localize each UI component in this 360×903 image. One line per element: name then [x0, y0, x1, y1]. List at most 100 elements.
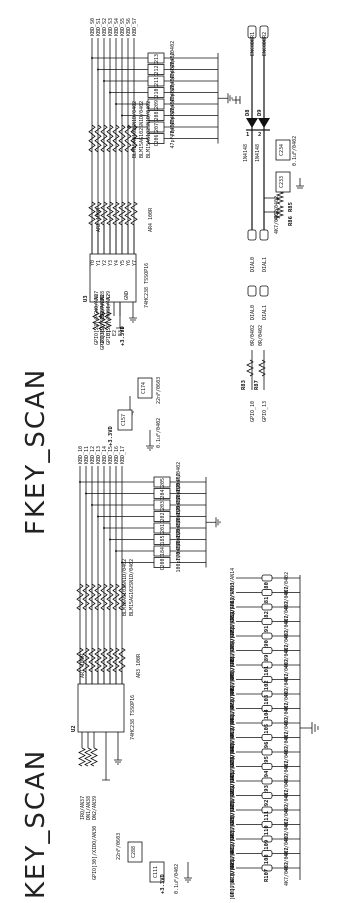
gpio-res-val-15: 4K7/0402: [284, 789, 290, 813]
gpio-row-7: GPIO[07]/SPB7/AN7: [230, 672, 236, 723]
gpio-res-9: R104: [264, 709, 270, 723]
gpio-row-13: GPIO[25]/SKD5/AN25: [230, 756, 236, 810]
fkey-gnd-pin: GND: [124, 291, 130, 300]
gpio-row-5: GPIO[09]/SPB5/AN9: [230, 643, 236, 694]
gpio-res-8: R103: [264, 695, 270, 708]
key-cap-val-5: 100pF/0402: [176, 519, 182, 549]
key-cap-5: C185: [160, 535, 166, 547]
fkey-cap-val-0: 47pF/0402: [170, 41, 176, 68]
key-cap-7: C200: [160, 558, 166, 570]
encoder-res-val-1: 4K7/0402: [274, 210, 280, 234]
gpio-res-15: R92: [264, 800, 270, 810]
fkey-cap-val-2: 47pF/0402: [170, 64, 176, 91]
gpio-res-val-0: 4K7/0402: [284, 572, 290, 596]
fkey-e-2: E3: [118, 330, 124, 336]
gpio-row-15: GPIO[21]/SKD1/AN21: [230, 785, 236, 839]
encoder-net-1: ENCODER2: [262, 32, 268, 56]
dial0-top: DIAL0: [250, 305, 256, 320]
key-cap-val-6: 100pF/0402: [176, 531, 182, 561]
key-cap-a: C288: [131, 846, 137, 858]
fkey-bus-lines: [91, 38, 148, 254]
gpio-res-val-7: 4K7/0402: [284, 673, 290, 697]
key-resistor-array: [76, 647, 126, 673]
gpio-res-val-3: 4K7/0402: [284, 615, 290, 639]
fkey-vcc-net: +3.3VD: [120, 325, 126, 346]
encoder-cap: C234: [279, 144, 285, 156]
gpio-res-7: R102: [264, 680, 270, 693]
key-net-5: KBD_15: [108, 446, 114, 464]
gpio-row-17: GPIO[03]/SKC3/AN3: [230, 817, 236, 868]
gpio-res-5: R89: [264, 655, 270, 665]
fkey-res-array-label-3: BLM15AG102SN1D/0402: [146, 101, 152, 158]
key-input-extra: GPIO[30]/XIDO/AN30: [92, 826, 98, 880]
key-vcc-net: +3.3VD: [160, 873, 166, 894]
gpio-row-9: GPIO[05]/SPC1/AN5: [230, 701, 236, 752]
key-net-1: KBD_11: [84, 446, 90, 464]
key-cap-val-2: 100pF/0402: [176, 485, 182, 515]
gpio-row-0: GPIO[14]/SPB0/AN14: [230, 568, 236, 622]
gpio-res-20: R107: [264, 869, 270, 882]
fkey-y-7: Y7: [132, 260, 138, 266]
key-decoupling: 22nF/0603 C288 C111 0.1uF/0402 +3.3VD: [116, 833, 192, 894]
key-u-name: U2: [71, 725, 77, 732]
fkey-u-name: U3: [83, 295, 89, 302]
fkey-cap-val-3: 47pF/0402: [170, 75, 176, 102]
fkey-net-1: KBD_S1: [96, 18, 102, 36]
fkey-net-6: KBD_S6: [126, 18, 132, 36]
encoder-res-0: R85: [288, 202, 294, 212]
key-cap-val-7: 100pF/0402: [176, 542, 182, 572]
gpio-res-19: R108: [264, 854, 270, 867]
dial-gpio-0: GPIO_10: [250, 401, 256, 422]
fkey-cap-a: C174: [141, 382, 147, 394]
fkey-ferrite-array: [88, 124, 138, 153]
fkey-cap-6: C207: [154, 123, 160, 135]
key-bus-lines: [79, 466, 154, 684]
gpio-row-8: GPIO[06]/SPC0/AN6: [230, 687, 236, 738]
diode-part-d9: 1N4148: [255, 144, 261, 162]
fkey-e-1: E2: [112, 330, 118, 336]
diode-pin-1b: 2: [258, 132, 261, 138]
dial-res-1: R87: [254, 380, 260, 390]
key-cap-a-val: 22nF/0603: [116, 833, 122, 860]
fkey-y-5: Y5: [120, 260, 126, 266]
gpio-res-val-12: 4K7/0402: [284, 746, 290, 770]
key-decoder-ic: U2 74HC238 TSSOP16: [71, 672, 136, 767]
fkey-y-0: Y0: [90, 260, 96, 266]
fkey-cap-5: C208: [154, 111, 160, 123]
fkey-net-0: KBD_S0: [90, 18, 96, 36]
key-scan-title: KEY_SCAN: [21, 749, 51, 899]
fkey-decoupling: C174 22nF/0603 C157 0.1uF/0402 +3.3VD: [108, 377, 162, 451]
encoder-dial1: DIAL1: [262, 257, 268, 272]
fkey-cap-val-4: 47pF/0402: [170, 87, 176, 114]
key-cap-3: C202: [160, 512, 166, 524]
fkey-y-1: Y1: [96, 260, 102, 266]
key-cap-b: C111: [153, 866, 159, 878]
fkey-net-5: KBD_S5: [120, 18, 126, 36]
key-input-0: IRQ/AN37: [80, 796, 86, 820]
key-cap-4: C201: [160, 524, 166, 536]
key-net-4: KBD_14: [102, 446, 108, 464]
key-arr-a-label: AR1 100R: [80, 653, 86, 678]
fkey-cap-3: C210: [154, 88, 160, 100]
key-cap-b-val: 0.1uF/0402: [174, 864, 180, 894]
gpio-res-val-5: 4K7/0402: [284, 644, 290, 668]
fkey-a-2: A2: [106, 294, 112, 300]
gpio-res-11: R96: [264, 741, 270, 752]
key-net-2: KBD_12: [90, 446, 96, 464]
key-cap-val-4: 100pF/0402: [176, 508, 182, 538]
fkey-scan-title: FKEY_SCAN: [21, 368, 51, 535]
diode-pin-1a: 1: [246, 132, 250, 138]
fkey-a-0: A0: [94, 294, 100, 300]
gpio-res-10: R105: [264, 724, 270, 737]
key-u-part: 74HC238 TSSOP16: [130, 695, 136, 740]
gpio-res-val-2: 4K7/0402: [284, 601, 290, 625]
key-cap-val-1: 100pF/0402: [176, 473, 182, 503]
